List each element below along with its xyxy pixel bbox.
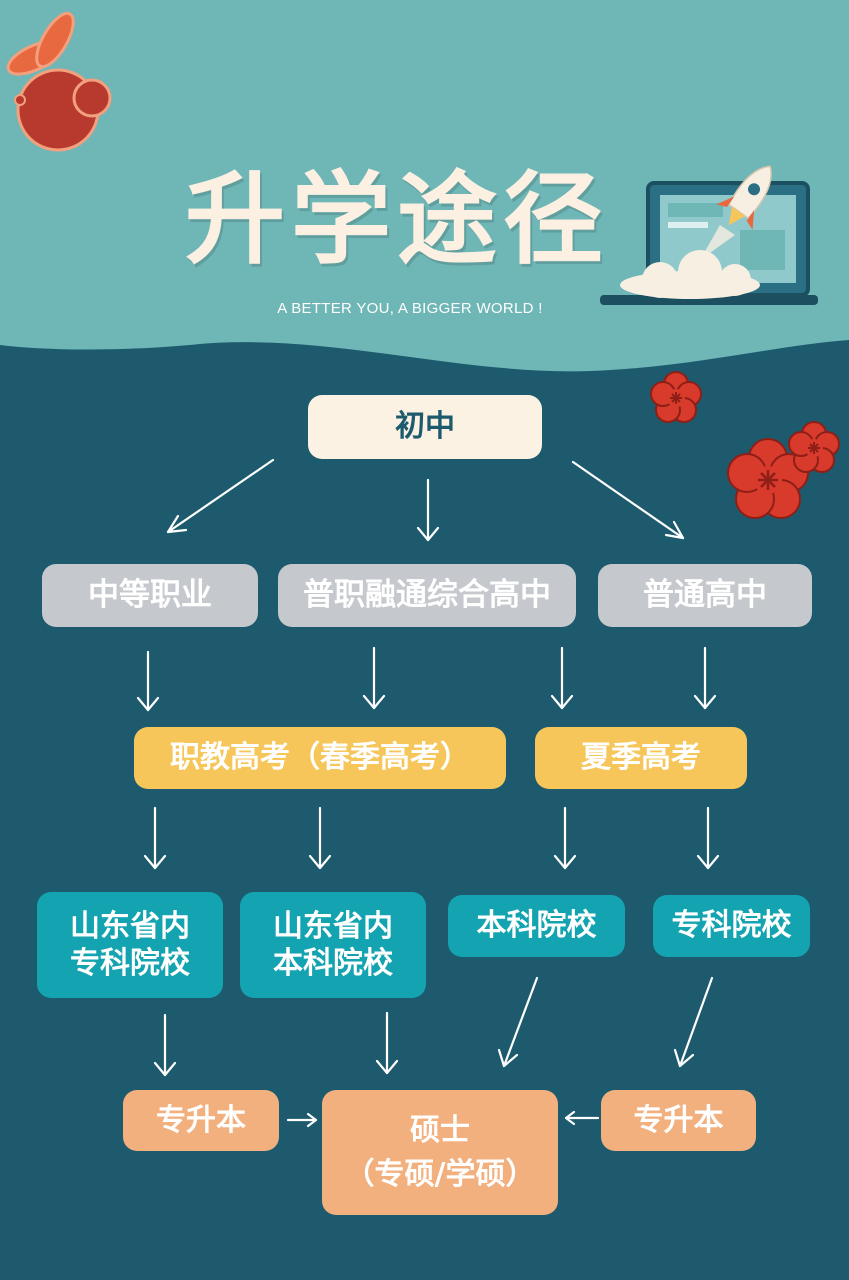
node-upgrade-right-label: 专升本 [633,1102,724,1138]
node-start: 初中 [308,395,542,459]
node-master: 硕士 （专硕/学硕） [322,1090,558,1215]
node-sd-junior-college: 山东省内 专科院校 [37,892,223,998]
node-vocational-school: 中等职业 [42,564,258,627]
rabbit-icon [6,11,112,152]
node-general-school-label: 普通高中 [643,577,767,614]
node-integrated-school: 普职融通综合高中 [278,564,576,627]
node-summer-exam-label: 夏季高考 [581,740,701,776]
node-master-line1: 硕士 [410,1113,470,1148]
node-spring-exam: 职教高考（春季高考） [134,727,506,789]
node-upgrade-left-label: 专升本 [156,1102,246,1138]
rocket-icon [620,165,772,299]
node-junior-college-label: 专科院校 [671,908,792,944]
node-junior-college: 专科院校 [653,895,810,957]
node-master-line2: （专硕/学硕） [344,1156,536,1192]
node-sd-junior-college-line2: 专科院校 [70,946,190,981]
node-upgrade-left: 专升本 [123,1090,279,1151]
node-summer-exam: 夏季高考 [535,727,747,789]
flower-icon [650,371,702,423]
node-sd-junior-college-line1: 山东省内 [70,908,190,944]
node-sd-undergrad-college-line2: 本科院校 [273,946,393,981]
node-start-label: 初中 [395,409,455,445]
node-undergrad-college-label: 本科院校 [476,908,597,944]
node-undergrad-college: 本科院校 [448,895,625,957]
node-vocational-school-label: 中等职业 [88,577,212,614]
node-spring-exam-label: 职教高考（春季高考） [170,740,470,776]
flower-icon [788,421,840,473]
node-sd-undergrad-college: 山东省内 本科院校 [240,892,426,998]
node-general-school: 普通高中 [598,564,812,627]
page-subtitle: A BETTER YOU, A BIGGER WORLD ! [277,300,543,317]
node-upgrade-right: 专升本 [601,1090,756,1151]
node-sd-undergrad-college-line1: 山东省内 [273,908,393,944]
node-integrated-school-label: 普职融通综合高中 [303,577,551,614]
page-title: 升学途径 [185,161,609,278]
